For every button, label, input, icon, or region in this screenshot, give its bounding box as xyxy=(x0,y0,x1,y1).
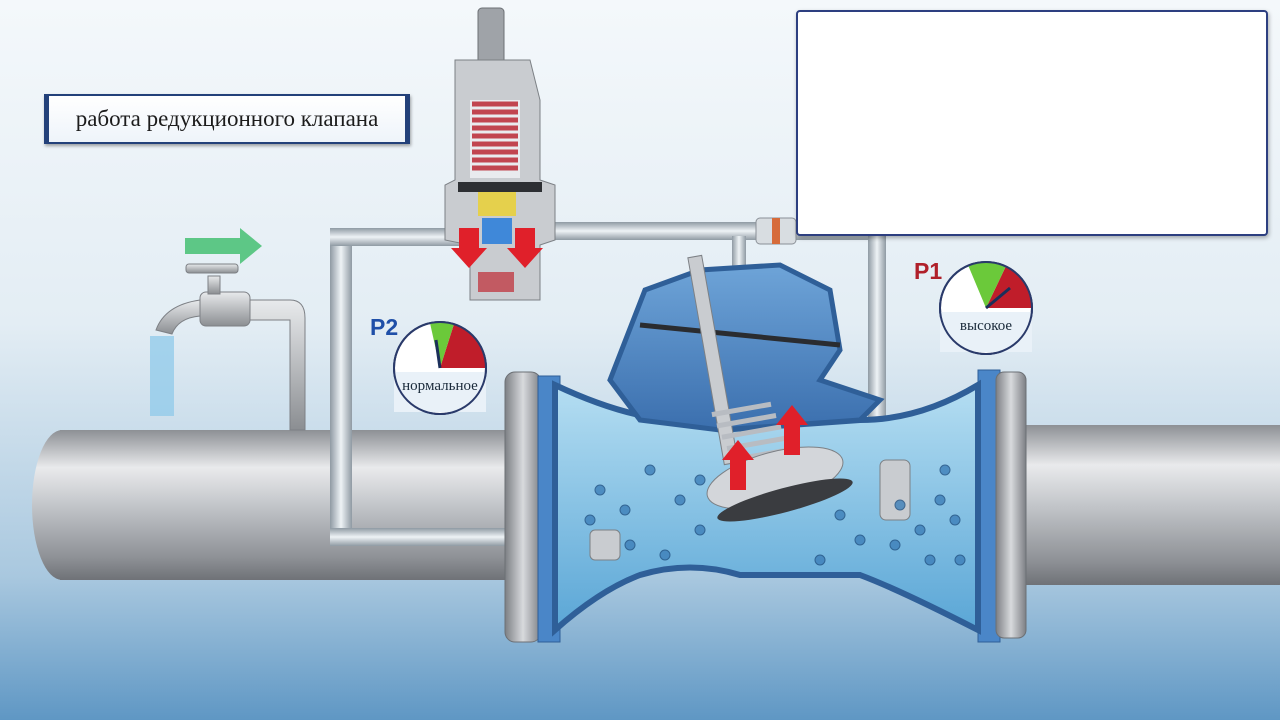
water-bubble xyxy=(854,534,866,546)
water-bubble xyxy=(894,499,906,511)
water-bubble xyxy=(619,504,631,516)
water-bubble xyxy=(934,494,946,506)
diagram-title: работа редукционного клапана xyxy=(44,94,410,144)
water-bubble xyxy=(584,514,596,526)
water-bubble xyxy=(659,549,671,561)
water-bubble xyxy=(954,554,966,566)
water-bubble xyxy=(834,509,846,521)
chart-frame xyxy=(796,10,1268,236)
gauge-p2-label: P2 xyxy=(370,314,399,340)
water-bubble xyxy=(914,524,926,536)
gauge-p1-label: P1 xyxy=(914,258,943,284)
water-bubble xyxy=(594,484,606,496)
water-bubble xyxy=(674,494,686,506)
water-bubble xyxy=(694,474,706,486)
gauge-p2-status: нормальное xyxy=(402,378,478,394)
main-pipe xyxy=(32,425,1280,585)
water-bubble xyxy=(924,554,936,566)
water-bubble xyxy=(644,464,656,476)
water-bubble xyxy=(939,464,951,476)
main-valve-icon xyxy=(504,254,1027,643)
water-bubble xyxy=(814,554,826,566)
flow-direction-arrow-icon xyxy=(185,228,262,264)
water-bubble xyxy=(889,539,901,551)
pilot-valve-icon xyxy=(444,7,556,301)
water-tap-icon xyxy=(150,263,306,431)
water-bubble xyxy=(949,514,961,526)
pressure-gauge-icon xyxy=(393,321,487,415)
water-bubbles xyxy=(584,464,966,566)
pressure-gauge-icon xyxy=(939,261,1033,355)
water-bubble xyxy=(624,539,636,551)
gauge-p1-status: высокое xyxy=(959,318,1013,334)
water-bubble xyxy=(694,524,706,536)
